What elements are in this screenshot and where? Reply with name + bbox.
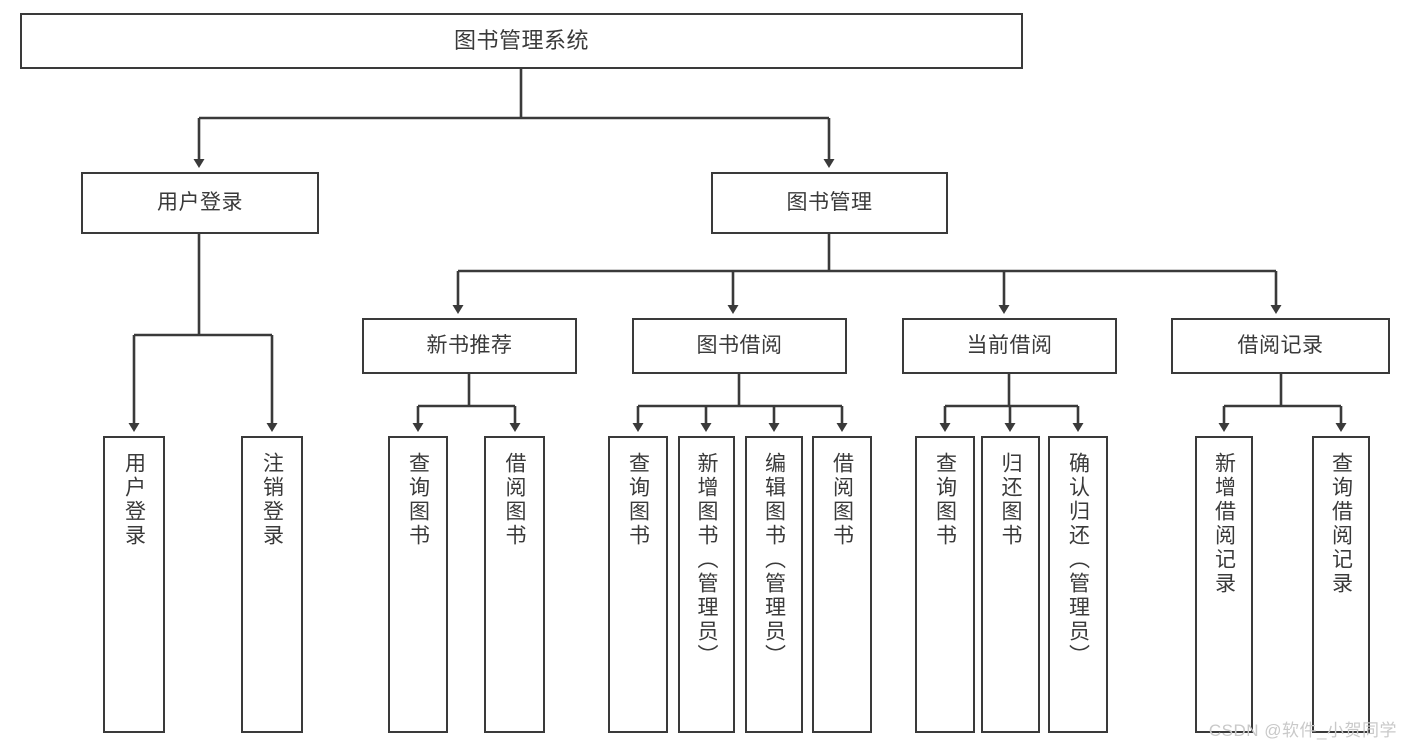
node-label: 新书推荐: [426, 333, 513, 357]
node-label: 用户登录: [122, 452, 146, 548]
node-label: 注销登录: [260, 452, 284, 548]
leaf-query-borrow-record[interactable]: 查询借阅记录: [1312, 436, 1370, 733]
node-label: 图书管理系统: [453, 28, 589, 54]
leaf-add-book-admin[interactable]: 新增图书（管理员）: [678, 436, 735, 733]
leaf-current-query-book[interactable]: 查询图书: [915, 436, 975, 733]
leaf-recommend-query-book[interactable]: 查询图书: [388, 436, 448, 733]
node-new-book-recommend[interactable]: 新书推荐: [362, 318, 577, 374]
node-label: 图书管理: [786, 190, 873, 214]
leaf-logout-login[interactable]: 注销登录: [241, 436, 303, 733]
node-label: 编辑图书（管理员）: [762, 452, 786, 668]
leaf-user-login[interactable]: 用户登录: [103, 436, 165, 733]
node-label: 借阅图书: [503, 452, 526, 548]
node-label: 查询图书: [626, 452, 650, 548]
node-label: 图书借阅: [696, 333, 783, 357]
node-label: 当前借阅: [966, 333, 1053, 357]
node-label: 借阅图书: [830, 452, 854, 548]
node-label: 查询借阅记录: [1329, 452, 1353, 596]
node-current-borrow[interactable]: 当前借阅: [902, 318, 1117, 374]
node-user-login[interactable]: 用户登录: [81, 172, 319, 234]
watermark: CSDN @软件_小贺同学: [1208, 721, 1397, 740]
node-label: 借阅记录: [1237, 333, 1324, 357]
leaf-recommend-borrow-book[interactable]: 借阅图书: [484, 436, 545, 733]
node-book-management[interactable]: 图书管理: [711, 172, 948, 234]
node-label: 确认归还（管理员）: [1066, 452, 1090, 668]
leaf-borrow-book[interactable]: 借阅图书: [812, 436, 872, 733]
node-label: 归还图书: [999, 452, 1022, 548]
node-label: 查询图书: [406, 452, 430, 548]
node-label: 查询图书: [933, 452, 957, 548]
node-borrow-record[interactable]: 借阅记录: [1171, 318, 1390, 374]
node-label: 新增图书（管理员）: [695, 452, 718, 668]
node-label: 用户登录: [157, 190, 243, 214]
node-root[interactable]: 图书管理系统: [20, 13, 1023, 69]
node-book-borrow[interactable]: 图书借阅: [632, 318, 847, 374]
leaf-edit-book-admin[interactable]: 编辑图书（管理员）: [745, 436, 803, 733]
leaf-confirm-return-admin[interactable]: 确认归还（管理员）: [1048, 436, 1108, 733]
node-label: 新增借阅记录: [1212, 452, 1236, 596]
leaf-return-book[interactable]: 归还图书: [981, 436, 1040, 733]
leaf-borrow-query-book[interactable]: 查询图书: [608, 436, 668, 733]
leaf-add-borrow-record[interactable]: 新增借阅记录: [1195, 436, 1253, 733]
